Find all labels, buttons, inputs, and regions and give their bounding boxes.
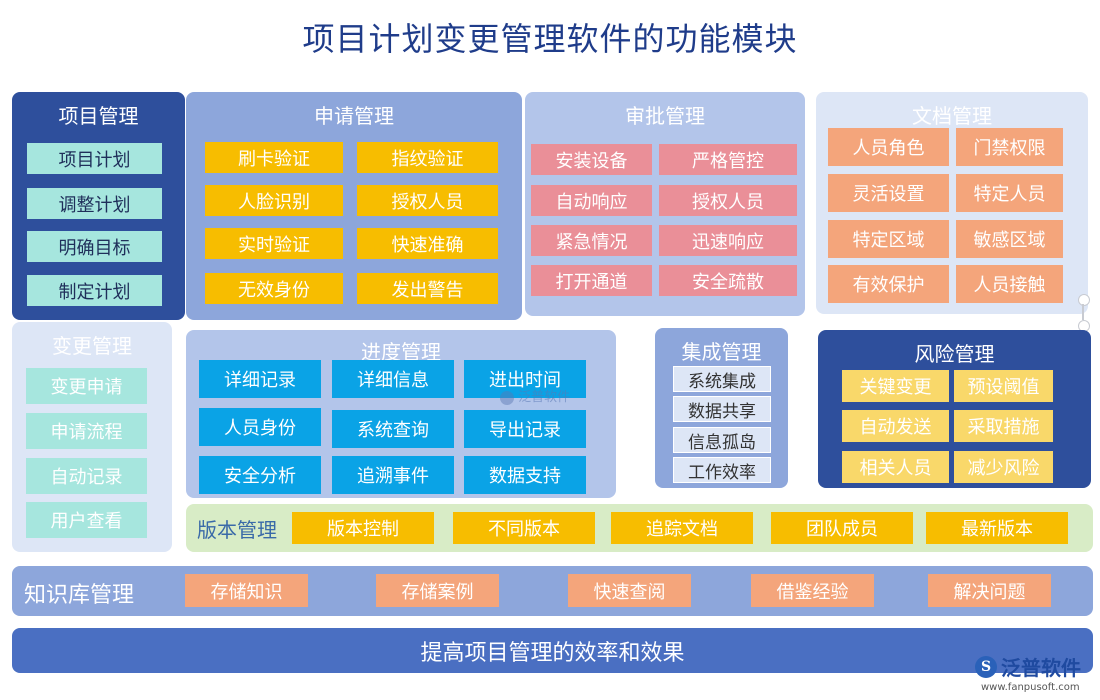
doc-mgmt-panel: 文档管理 人员角色 门禁权限 灵活设置 特定人员 特定区域 敏感区域 有效保护 … xyxy=(816,92,1088,314)
version-mgmt-panel: 版本管理 版本控制 不同版本 追踪文档 团队成员 最新版本 xyxy=(186,504,1093,552)
watermark-logo-icon xyxy=(500,390,514,405)
brand-logo: S 泛普软件 www.fanpusoft.com xyxy=(975,652,1095,696)
approve-mgmt-item: 安装设备 xyxy=(531,144,652,175)
risk-mgmt-item: 预设阈值 xyxy=(954,370,1053,402)
apply-mgmt-item: 指纹验证 xyxy=(357,142,498,173)
project-mgmt-item: 明确目标 xyxy=(27,231,162,262)
integration-mgmt-item: 系统集成 xyxy=(673,366,771,392)
progress-mgmt-item: 详细记录 xyxy=(199,360,321,398)
version-mgmt-item: 版本控制 xyxy=(292,512,434,544)
project-mgmt-title: 项目管理 xyxy=(58,104,139,128)
change-mgmt-item: 自动记录 xyxy=(26,458,147,494)
risk-mgmt-item: 自动发送 xyxy=(842,410,949,442)
approve-mgmt-item: 紧急情况 xyxy=(531,225,652,256)
watermark: 泛普软件 xyxy=(500,386,570,405)
connector-dot xyxy=(1078,294,1090,306)
knowledge-mgmt-item: 存储案例 xyxy=(376,574,499,607)
progress-mgmt-item: 系统查询 xyxy=(332,410,454,448)
progress-mgmt-item: 进出时间 xyxy=(464,360,586,398)
progress-mgmt-item: 数据支持 xyxy=(464,456,586,494)
progress-mgmt-item: 详细信息 xyxy=(332,360,454,398)
doc-mgmt-item: 有效保护 xyxy=(828,265,949,303)
approve-mgmt-item: 打开通道 xyxy=(531,265,652,296)
knowledge-mgmt-item: 存储知识 xyxy=(185,574,308,607)
risk-mgmt-title: 风险管理 xyxy=(914,342,995,366)
apply-mgmt-item: 发出警告 xyxy=(357,273,498,304)
version-mgmt-title: 版本管理 xyxy=(197,518,277,542)
approve-mgmt-item: 迅速响应 xyxy=(659,225,797,256)
brand-logo-name: 泛普软件 xyxy=(1001,656,1081,680)
project-mgmt-item: 调整计划 xyxy=(27,188,162,219)
apply-mgmt-item: 授权人员 xyxy=(357,185,498,216)
apply-mgmt-panel: 申请管理 刷卡验证 指纹验证 人脸识别 授权人员 实时验证 快速准确 无效身份 … xyxy=(186,92,522,320)
progress-mgmt-panel: 进度管理 详细记录 详细信息 进出时间 人员身份 系统查询 导出记录 安全分析 … xyxy=(186,330,616,498)
version-mgmt-item: 最新版本 xyxy=(926,512,1068,544)
risk-mgmt-panel: 风险管理 关键变更 预设阈值 自动发送 采取措施 相关人员 减少风险 xyxy=(818,330,1091,488)
doc-mgmt-title: 文档管理 xyxy=(912,104,992,128)
doc-mgmt-item: 特定人员 xyxy=(956,174,1063,212)
change-mgmt-item: 申请流程 xyxy=(26,413,147,449)
version-mgmt-item: 团队成员 xyxy=(771,512,913,544)
doc-mgmt-item: 敏感区域 xyxy=(956,220,1063,258)
project-mgmt-item: 项目计划 xyxy=(27,143,162,174)
apply-mgmt-item: 实时验证 xyxy=(205,228,343,259)
change-mgmt-item: 用户查看 xyxy=(26,502,147,538)
approve-mgmt-title: 审批管理 xyxy=(625,104,705,128)
doc-mgmt-item: 特定区域 xyxy=(828,220,949,258)
project-mgmt-panel: 项目管理 项目计划 调整计划 明确目标 制定计划 xyxy=(12,92,185,320)
doc-mgmt-item: 人员角色 xyxy=(828,128,949,166)
approve-mgmt-item: 安全疏散 xyxy=(659,265,797,296)
version-mgmt-item: 不同版本 xyxy=(453,512,595,544)
apply-mgmt-item: 快速准确 xyxy=(357,228,498,259)
doc-mgmt-item: 门禁权限 xyxy=(956,128,1063,166)
bottom-banner: 提高项目管理的效率和效果 xyxy=(12,628,1093,673)
page-title: 项目计划变更管理软件的功能模块 xyxy=(302,20,798,58)
risk-mgmt-item: 关键变更 xyxy=(842,370,949,402)
apply-mgmt-title: 申请管理 xyxy=(314,104,394,128)
knowledge-mgmt-panel: 知识库管理 存储知识 存储案例 快速查阅 借鉴经验 解决问题 xyxy=(12,566,1093,616)
doc-mgmt-item: 人员接触 xyxy=(956,265,1063,303)
apply-mgmt-item: 人脸识别 xyxy=(205,185,343,216)
integration-mgmt-title: 集成管理 xyxy=(681,340,762,364)
approve-mgmt-item: 授权人员 xyxy=(659,185,797,216)
apply-mgmt-item: 刷卡验证 xyxy=(205,142,343,173)
integration-mgmt-item: 数据共享 xyxy=(673,396,771,422)
approve-mgmt-item: 严格管控 xyxy=(659,144,797,175)
progress-mgmt-item: 安全分析 xyxy=(199,456,321,494)
risk-mgmt-item: 减少风险 xyxy=(954,451,1053,483)
knowledge-mgmt-title: 知识库管理 xyxy=(24,583,135,608)
apply-mgmt-item: 无效身份 xyxy=(205,273,343,304)
progress-mgmt-item: 导出记录 xyxy=(464,410,586,448)
integration-mgmt-panel: 集成管理 系统集成 数据共享 信息孤岛 工作效率 xyxy=(655,328,788,488)
knowledge-mgmt-item: 快速查阅 xyxy=(568,574,691,607)
watermark-text: 泛普软件 xyxy=(518,390,571,405)
change-mgmt-panel: 变更管理 变更申请 申请流程 自动记录 用户查看 xyxy=(12,322,172,552)
change-mgmt-title: 变更管理 xyxy=(52,334,132,358)
progress-mgmt-item: 追溯事件 xyxy=(332,456,454,494)
progress-mgmt-item: 人员身份 xyxy=(199,408,321,446)
integration-mgmt-item: 工作效率 xyxy=(673,457,771,483)
change-mgmt-item: 变更申请 xyxy=(26,368,147,404)
brand-logo-url: www.fanpusoft.com xyxy=(981,682,1080,693)
bottom-banner-text: 提高项目管理的效率和效果 xyxy=(420,640,685,666)
version-mgmt-item: 追踪文档 xyxy=(611,512,753,544)
approve-mgmt-panel: 审批管理 安装设备 严格管控 自动响应 授权人员 紧急情况 迅速响应 打开通道 … xyxy=(525,92,805,316)
knowledge-mgmt-item: 解决问题 xyxy=(928,574,1051,607)
approve-mgmt-item: 自动响应 xyxy=(531,185,652,216)
brand-logo-icon: S xyxy=(975,655,997,678)
risk-mgmt-item: 采取措施 xyxy=(954,410,1053,442)
integration-mgmt-item: 信息孤岛 xyxy=(673,427,771,453)
risk-mgmt-item: 相关人员 xyxy=(842,451,949,483)
project-mgmt-item: 制定计划 xyxy=(27,275,162,306)
connector-line xyxy=(1082,304,1084,320)
doc-mgmt-item: 灵活设置 xyxy=(828,174,949,212)
knowledge-mgmt-item: 借鉴经验 xyxy=(751,574,874,607)
